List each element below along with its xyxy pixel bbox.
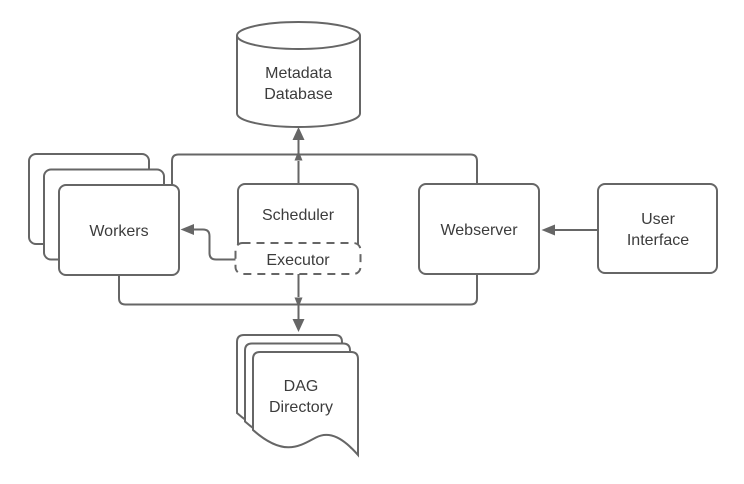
dag-directory-label-line2: Directory (269, 399, 333, 416)
user-interface-box (597, 183, 718, 274)
edge-executor-to-workers (194, 228, 236, 261)
dag-directory-label-line1: DAG (284, 378, 319, 395)
webserver-box (418, 183, 540, 275)
scheduler-label: Scheduler (262, 207, 335, 224)
database-cylinder-shape (236, 21, 361, 128)
user-interface-label-line2: Interface (627, 232, 689, 249)
workers-label: Workers (89, 223, 148, 240)
dag-document-front (252, 351, 359, 458)
metadata-database-label-line1: Metadata (265, 65, 332, 82)
webserver-label: Webserver (440, 222, 518, 239)
arrowhead-executor-to-bus (294, 297, 303, 308)
edges (118, 127, 598, 332)
edge-top-bus (171, 153, 478, 185)
arrowhead-into-webserver (541, 224, 555, 236)
arrowhead-scheduler-to-bus (294, 150, 303, 161)
node-user-interface: User Interface (597, 183, 718, 274)
workers-card-front (58, 184, 180, 276)
node-workers: Workers (28, 153, 180, 276)
node-webserver: Webserver (418, 183, 540, 275)
node-metadata-database: Metadata Database (236, 21, 361, 128)
arrowhead-into-workers (180, 224, 194, 235)
database-cylinder-rim (236, 35, 361, 50)
executor-label: Executor (266, 252, 330, 269)
node-dag-directory: DAG Directory (236, 334, 359, 458)
metadata-database-label-line2: Database (264, 86, 333, 103)
arrowhead-into-dag-directory (292, 319, 305, 332)
node-scheduler: Scheduler Executor (234, 183, 362, 275)
user-interface-label-line1: User (641, 211, 675, 228)
executor-box (234, 242, 362, 275)
arrowhead-into-database (292, 127, 305, 140)
